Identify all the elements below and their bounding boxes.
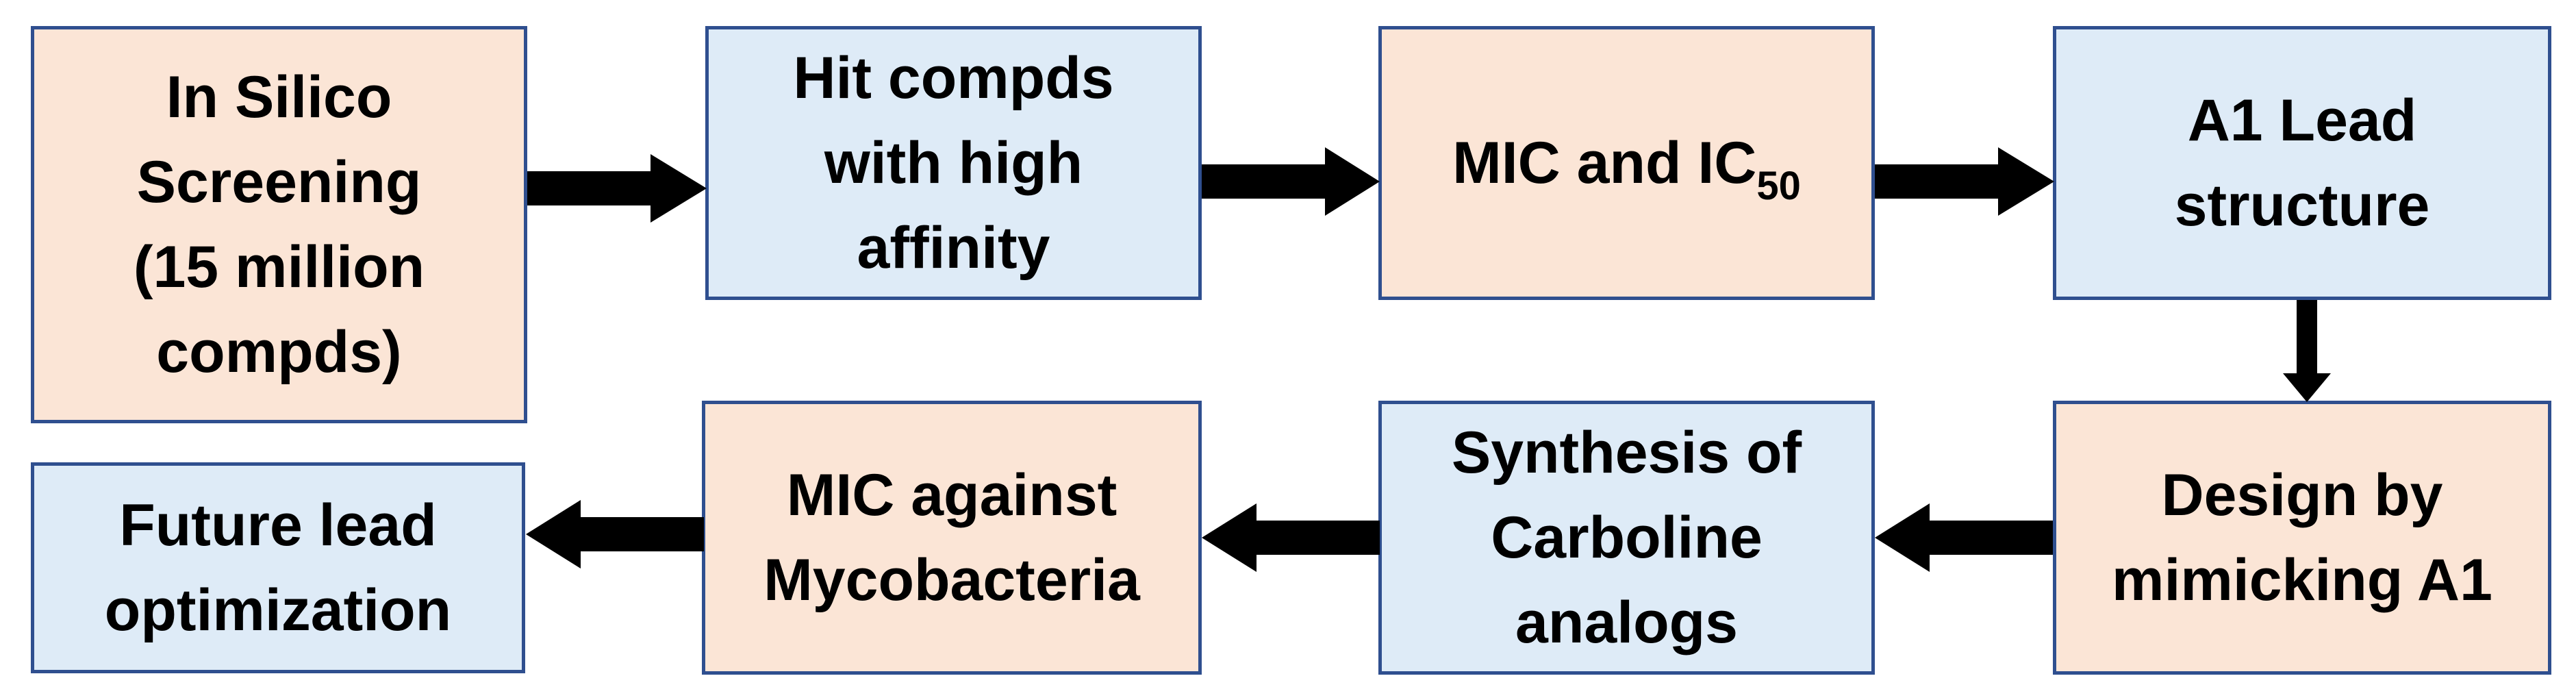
- node-synthesis-carboline: Synthesis of Carboline analogs: [1378, 401, 1875, 675]
- node-label: Synthesis of Carboline analogs: [1452, 410, 1802, 665]
- node-label-text: MIC and IC: [1452, 130, 1757, 196]
- arrow-left: [1202, 503, 1380, 572]
- node-label: Hit compds with high affinity: [793, 36, 1113, 290]
- node-label-line: analogs: [1515, 590, 1738, 655]
- node-label-line: mimicking A1: [2112, 547, 2492, 613]
- arrow-right: [1202, 147, 1380, 216]
- node-label-line: (15 million: [133, 234, 425, 300]
- node-label-line: Mycobacteria: [763, 547, 1140, 613]
- node-label: A1 Lead structure: [2175, 78, 2430, 248]
- node-label-line: Design by: [2161, 462, 2443, 528]
- arrow-right: [527, 154, 707, 223]
- node-label-line: MIC against: [786, 462, 1117, 528]
- node-label-line: Screening: [136, 149, 422, 215]
- node-label-line: compds): [156, 319, 402, 385]
- arrow-right: [1875, 147, 2054, 216]
- node-label-line: Carboline: [1491, 505, 1763, 571]
- node-hit-compds: Hit compds with high affinity: [705, 26, 1202, 300]
- node-label-line: structure: [2174, 173, 2430, 238]
- arrow-left: [526, 500, 704, 568]
- node-label-line: A1 Lead: [2187, 88, 2417, 153]
- node-label: MIC and IC50: [1452, 121, 1801, 209]
- node-label-subscript: 50: [1756, 164, 1801, 209]
- node-mic-against-mycobacteria: MIC against Mycobacteria: [702, 401, 1202, 675]
- node-mic-ic50: MIC and IC50: [1378, 26, 1875, 300]
- node-label-line: Synthesis of: [1451, 420, 1802, 486]
- node-label: MIC against Mycobacteria: [763, 453, 1140, 623]
- arrow-down: [2283, 300, 2331, 402]
- node-label: In Silico Screening (15 million compds): [134, 55, 425, 395]
- node-label-line: In Silico: [166, 64, 392, 130]
- node-label-line: affinity: [857, 215, 1050, 281]
- node-label: Design by mimicking A1: [2112, 453, 2492, 623]
- arrow-left: [1875, 503, 2053, 572]
- node-a1-lead-structure: A1 Lead structure: [2053, 26, 2551, 300]
- node-in-silico-screening: In Silico Screening (15 million compds): [31, 26, 527, 423]
- node-label-line: with high: [824, 130, 1083, 196]
- node-label-line: MIC and IC50: [1452, 121, 1801, 209]
- node-label: Future lead optimization: [105, 483, 451, 653]
- node-label-line: Future lead: [119, 492, 437, 558]
- node-future-lead-optimization: Future lead optimization: [31, 462, 525, 673]
- node-design-by-mimicking: Design by mimicking A1: [2053, 401, 2551, 675]
- node-label-line: Hit compds: [793, 45, 1114, 111]
- node-label-line: optimization: [104, 577, 452, 643]
